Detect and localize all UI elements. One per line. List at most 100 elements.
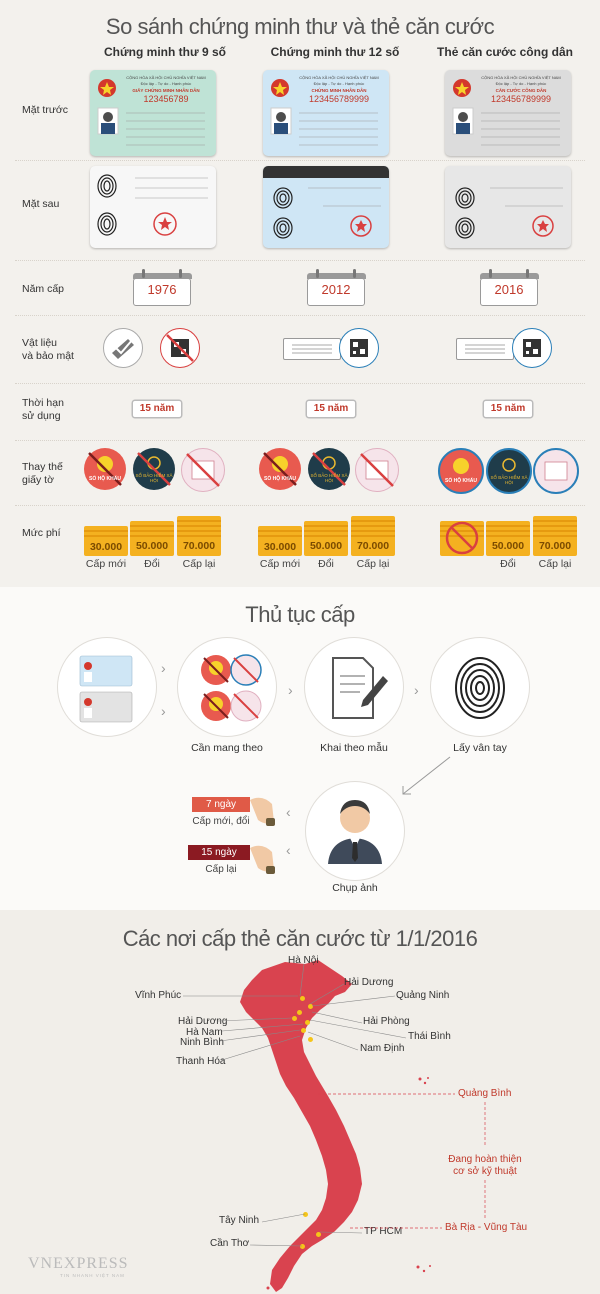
card-header: CỘNG HÒA XÃ HỘI CHỦ NGHĨA VIỆT NAM bbox=[126, 75, 206, 80]
money-stack: 30.000 bbox=[258, 526, 302, 556]
hand-holding-icon bbox=[250, 845, 275, 874]
validity-ticket: 15 năm bbox=[484, 401, 532, 417]
insurance-book-crossed-icon: SỔ BẢO HIỂM XÃ HỘI bbox=[308, 448, 350, 490]
fingerprint-icon bbox=[263, 166, 389, 239]
card-name: GIẤY CHỨNG MINH NHÂN DÂN bbox=[132, 88, 200, 93]
duration-badge-new: 7 ngày bbox=[192, 797, 250, 812]
document-icon bbox=[283, 338, 341, 360]
city-label: Ninh Bình bbox=[180, 1037, 224, 1048]
card-header: CỘNG HÒA XÃ HỘI CHỦ NGHĨA VIỆT NAM bbox=[481, 75, 561, 80]
fee-value: 70.000 bbox=[182, 540, 216, 552]
insurance-book-label: SỔ BẢO HIỂM XÃ HỘI bbox=[135, 473, 173, 483]
qr-code-crossed-icon bbox=[160, 328, 200, 368]
fee-label: Cấp mới bbox=[259, 558, 301, 570]
divider bbox=[15, 315, 585, 316]
household-book-crossed-icon: SỔ HỘ KHẨU bbox=[259, 448, 301, 490]
row-label-fee: Mức phí bbox=[22, 527, 61, 539]
id-card-front-cccd: CỘNG HÒA XÃ HỘI CHỦ NGHĨA VIỆT NAM Độc l… bbox=[445, 70, 571, 156]
fee-label: Đổi bbox=[500, 558, 516, 570]
id-card-back-cccd bbox=[445, 166, 571, 248]
fee-value: 50.000 bbox=[309, 540, 343, 552]
row-label-year: Năm cấp bbox=[22, 283, 65, 295]
card-name: CĂN CƯỚC CÔNG DÂN bbox=[495, 88, 547, 93]
calendar-icon: 1976 bbox=[132, 269, 192, 306]
fee-value: 50.000 bbox=[135, 540, 169, 552]
household-book-label: SỔ HỘ KHẨU bbox=[264, 476, 296, 482]
documents-icon bbox=[201, 654, 262, 722]
id-card-front-art bbox=[97, 79, 205, 146]
id-card-front-cmnd12: CỘNG HÒA XÃ HỘI CHỦ NGHĨA VIỆT NAM Độc l… bbox=[263, 70, 389, 156]
fingerprint-icon bbox=[97, 174, 208, 236]
id-card-front-art bbox=[270, 79, 378, 146]
city-marker bbox=[305, 1020, 310, 1025]
money-stack-crossed bbox=[440, 521, 484, 556]
person-icon bbox=[328, 800, 382, 864]
city-label: Vĩnh Phúc bbox=[135, 990, 182, 1001]
pending-city-label: Bà Rịa - Vũng Tàu bbox=[445, 1222, 528, 1233]
documents-circle bbox=[178, 638, 276, 736]
duration-badge-reissue: 15 ngày bbox=[188, 845, 250, 860]
divider bbox=[15, 260, 585, 261]
card-header: CỘNG HÒA XÃ HỘI CHỦ NGHĨA VIỆT NAM bbox=[299, 75, 379, 80]
card-subheader: Độc lập - Tự do - Hạnh phúc bbox=[495, 81, 547, 86]
arrow-right-icon: › bbox=[288, 682, 293, 698]
fee-value: 30.000 bbox=[263, 541, 297, 553]
city-label: Tây Ninh bbox=[219, 1215, 260, 1226]
fingerprint-circle bbox=[431, 638, 529, 736]
arrow-down-left-icon bbox=[402, 756, 451, 795]
id-card-front-art bbox=[452, 79, 560, 146]
calendar-icon: 2016 bbox=[479, 269, 539, 306]
form-circle bbox=[305, 638, 403, 736]
city-label: Quảng Ninh bbox=[396, 990, 450, 1001]
birth-certificate-crossed-icon bbox=[181, 448, 225, 492]
id-cards-circle bbox=[58, 638, 156, 736]
fee-label: Cấp lại bbox=[182, 558, 216, 570]
card-number: 123456789 bbox=[143, 94, 189, 104]
city-label: Hà Nam bbox=[186, 1027, 223, 1038]
card-number: 123456789999 bbox=[308, 94, 370, 104]
logo-subtext: TIN NHANH VIỆT NAM bbox=[60, 1273, 125, 1278]
insurance-book-icon: SỔ BẢO HIỂM XÃ HỘI bbox=[486, 448, 532, 494]
divider bbox=[15, 505, 585, 506]
step-label-photo: Chụp ảnh bbox=[332, 882, 378, 894]
locations-title: Các nơi cấp thẻ căn cước từ 1/1/2016 bbox=[122, 926, 478, 951]
fee-label: Cấp mới bbox=[85, 558, 127, 570]
row-label-back: Mặt sau bbox=[22, 198, 60, 210]
city-label: Nam Định bbox=[360, 1043, 405, 1054]
city-marker bbox=[292, 1016, 297, 1021]
id-card-back-cmnd9 bbox=[90, 166, 216, 248]
city-marker bbox=[300, 996, 305, 1001]
label-connectors bbox=[183, 963, 486, 1247]
divider bbox=[15, 440, 585, 441]
fee-label: Đổi bbox=[318, 558, 334, 570]
fee-value: 70.000 bbox=[538, 540, 572, 552]
column-header-cmnd9: Chứng minh thư 9 số bbox=[103, 45, 227, 59]
city-label: Hải Dương bbox=[178, 1016, 228, 1027]
duration-label-new: Cấp mới, đổi bbox=[192, 816, 250, 827]
duration-label-reissue: Cấp lại bbox=[205, 864, 237, 875]
validity-ticket: 15 năm bbox=[133, 401, 181, 417]
card-subheader: Độc lập - Tự do - Hạnh phúc bbox=[140, 81, 192, 86]
household-book-icon: SỔ HỘ KHẨU bbox=[438, 448, 484, 494]
money-stack: 30.000 bbox=[84, 526, 128, 556]
city-label: Thái Bình bbox=[408, 1031, 451, 1042]
column-header-cccd: Thẻ căn cước công dân bbox=[437, 45, 573, 59]
validity-value: 15 năm bbox=[490, 403, 526, 414]
city-label: Cần Thơ bbox=[210, 1238, 250, 1249]
fingerprint-icon bbox=[455, 657, 505, 719]
city-marker bbox=[300, 1244, 305, 1249]
fee-label: Đổi bbox=[144, 558, 160, 570]
photo-circle bbox=[306, 782, 404, 880]
calendar-icon: 2012 bbox=[306, 269, 366, 306]
vietnam-map bbox=[240, 960, 431, 1292]
money-stack: 70.000 bbox=[351, 516, 395, 556]
arrow-right-icon: › bbox=[414, 682, 419, 698]
hand-holding-icon bbox=[250, 797, 275, 826]
procedure-title: Thủ tục cấp bbox=[245, 602, 355, 627]
id-card-front-cmnd9: CỘNG HÒA XÃ HỘI CHỦ NGHĨA VIỆT NAM Độc l… bbox=[90, 70, 216, 156]
comparison-title: So sánh chứng minh thư và thẻ căn cước bbox=[105, 14, 495, 39]
fee-label: Cấp lại bbox=[538, 558, 572, 570]
form-pen-icon bbox=[332, 657, 388, 719]
fee-value: 30.000 bbox=[89, 541, 123, 553]
